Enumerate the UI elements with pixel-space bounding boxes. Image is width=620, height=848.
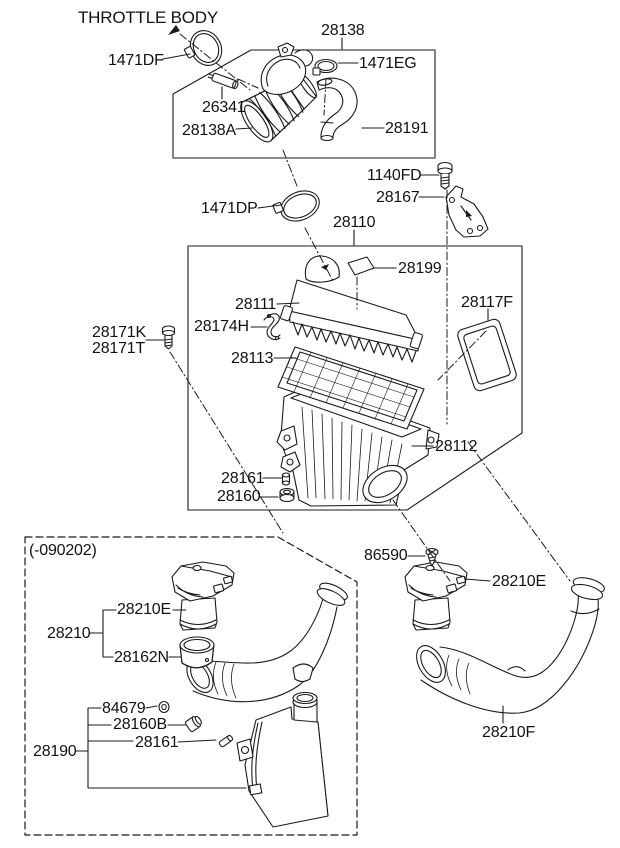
- part-label-1471DF: 1471DF: [108, 52, 164, 69]
- air-intake-snorkel-left-drawing: [171, 561, 235, 631]
- part-label-28112: 28112: [435, 438, 478, 455]
- part-label-28111: 28111: [235, 296, 277, 313]
- grommet-28160-drawing: [279, 487, 295, 503]
- assembly-leader-lines: [169, 33, 571, 582]
- part-label-28113: 28113: [231, 350, 274, 367]
- part-label-28117F: 28117F: [461, 294, 513, 311]
- washer-84679-drawing: [158, 700, 170, 714]
- intake-hose-end-drawing: [260, 42, 314, 95]
- part-label-28160: 28160: [217, 488, 261, 505]
- part-label-28171T: 28171T: [92, 340, 146, 357]
- bolt-28171-drawing: [161, 325, 176, 350]
- part-label-28161-res: 28161: [135, 734, 179, 751]
- part-label-28210E-right: 28210E: [492, 573, 546, 590]
- part-label-28210F: 28210F: [482, 724, 536, 741]
- revision-note: (-090202): [29, 542, 97, 559]
- duct-28162N-drawing: [179, 636, 215, 669]
- part-label-28138: 28138: [321, 22, 365, 39]
- pin-28161-res-drawing: [218, 734, 234, 748]
- part-label-28199: 28199: [398, 260, 442, 277]
- part-label-28190: 28190: [33, 743, 77, 760]
- air-filter-28113-drawing: [277, 346, 425, 430]
- grommet-28160B-drawing: [184, 715, 202, 733]
- group-box-28138: [172, 49, 436, 159]
- part-label-1471DP: 1471DP: [201, 200, 258, 217]
- part-label-28162N: 28162N: [114, 649, 169, 666]
- hose-clamp-1471DF-drawing: [183, 30, 223, 66]
- group-boxes: [24, 49, 523, 836]
- air-intake-snorkel-right-drawing: [404, 561, 468, 631]
- air-cleaner-cover-28111-drawing: [280, 279, 423, 363]
- label-leader-lines: [75, 37, 504, 789]
- throttle-body-arrow-icon: [168, 25, 180, 35]
- caution-plate-28199-drawing: [347, 256, 375, 276]
- part-label-86590: 86590: [364, 547, 408, 564]
- group-box-early-version: [24, 536, 358, 836]
- part-label-28191: 28191: [385, 120, 429, 137]
- throttle-body-title: THROTTLE BODY: [78, 8, 219, 27]
- part-label-28210E-left: 28210E: [117, 601, 171, 618]
- breather-hose-28191-drawing: [316, 77, 358, 142]
- intake-hose-28138A-drawing: [240, 42, 317, 143]
- part-label-28161-air: 28161: [221, 470, 265, 487]
- seal-28117F-drawing: [457, 318, 517, 392]
- part-label-28138A: 28138A: [182, 122, 236, 139]
- air-duct-28210F-drawing: [416, 577, 605, 714]
- hose-clamp-1471DP-drawing: [272, 190, 320, 222]
- bracket-28167-drawing: [445, 185, 489, 238]
- resonator-tank-28190-drawing: [236, 691, 329, 828]
- part-label-1471EG: 1471EG: [359, 55, 417, 72]
- part-label-28110: 28110: [333, 214, 376, 231]
- part-label-28160B: 28160B: [113, 716, 167, 733]
- part-label-28171K: 28171K: [92, 324, 146, 341]
- stud-26341-drawing: [207, 72, 239, 90]
- clip-28174H-drawing: [263, 313, 281, 341]
- air-duct-left-drawing: [186, 582, 348, 703]
- part-label-28210: 28210: [47, 625, 91, 642]
- part-label-84679: 84679: [102, 700, 146, 717]
- group-box-28110: [187, 245, 523, 511]
- bolt-1140FD-drawing: [437, 161, 453, 190]
- insulator-28161-air-drawing: [281, 472, 291, 486]
- hose-clamp-1471EG-drawing: [312, 58, 338, 76]
- bracket-direction-arrow-icon: [466, 210, 472, 217]
- part-label-26341: 26341: [202, 99, 246, 116]
- part-label-28174H: 28174H: [194, 318, 249, 335]
- part-label-1140FD: 1140FD: [367, 167, 422, 184]
- cover-inlet-hump-drawing: [304, 255, 340, 283]
- body-outlet-snout: [362, 464, 408, 504]
- part-label-28167: 28167: [376, 189, 420, 206]
